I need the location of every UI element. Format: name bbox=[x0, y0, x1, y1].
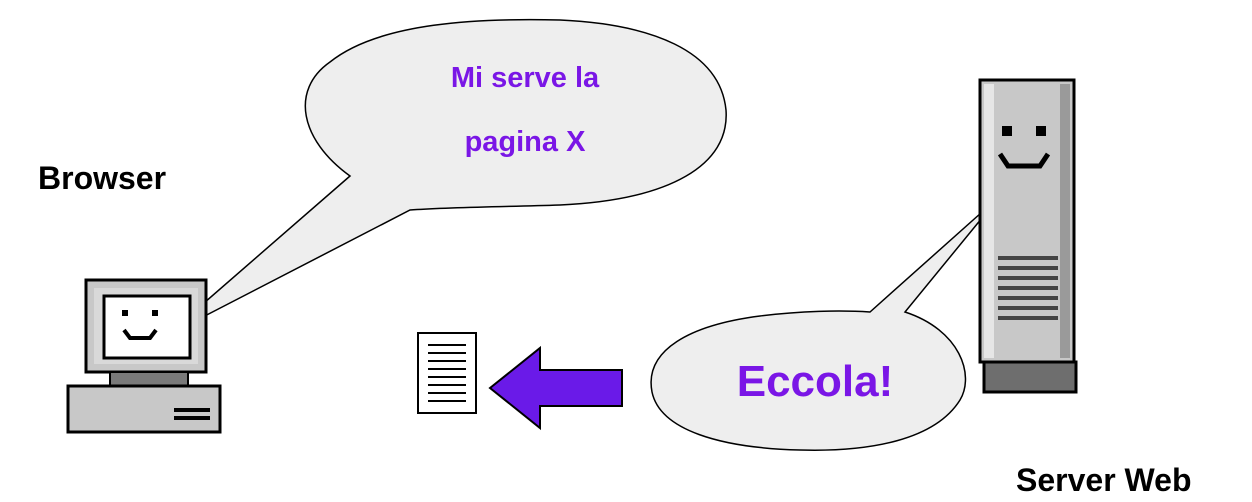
request-text-line1: Mi serve la bbox=[450, 62, 600, 94]
server-label: Server Web bbox=[1016, 462, 1192, 498]
arrow-left-icon bbox=[488, 345, 623, 431]
response-bubble bbox=[650, 195, 1001, 451]
request-text-line2: pagina X bbox=[464, 126, 586, 158]
browser-label: Browser bbox=[38, 160, 167, 196]
document-icon bbox=[417, 332, 477, 414]
smiling-server-icon bbox=[978, 78, 1078, 394]
request-bubble bbox=[165, 18, 727, 337]
response-text: Eccola! bbox=[736, 357, 894, 406]
smiling-computer-icon bbox=[66, 278, 222, 434]
